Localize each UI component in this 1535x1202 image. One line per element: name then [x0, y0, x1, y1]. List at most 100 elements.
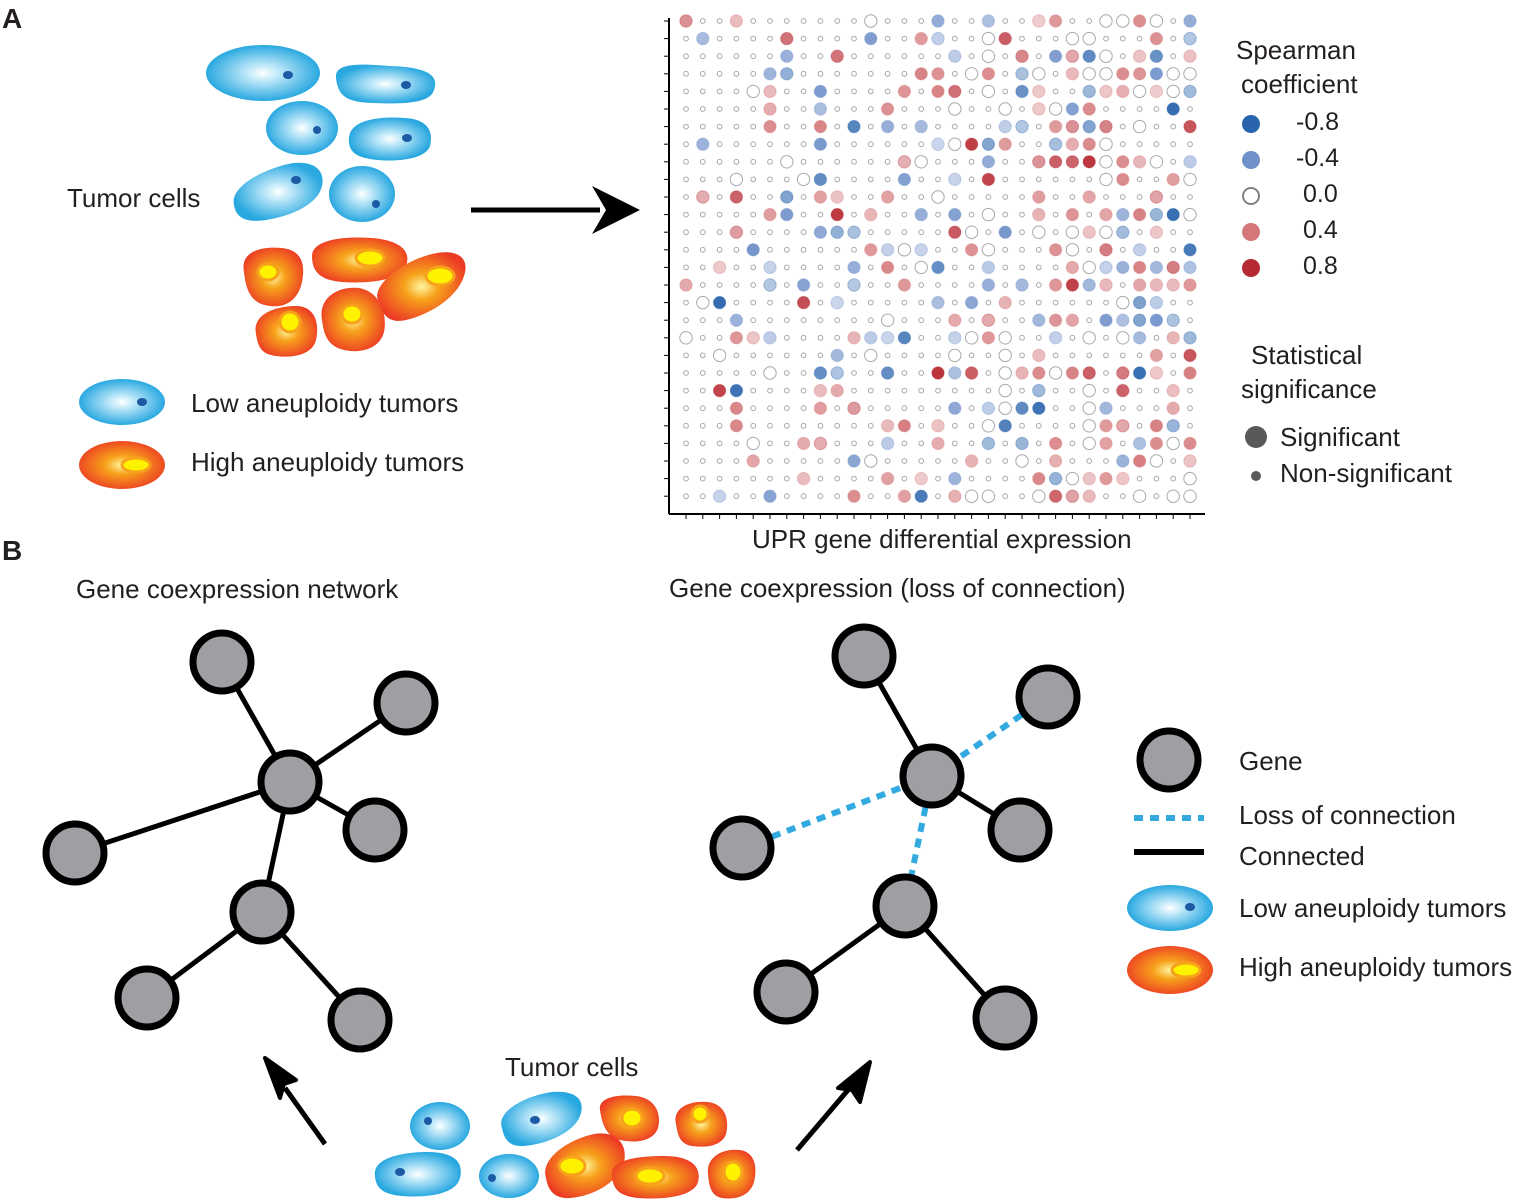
dot-non-significant [1052, 264, 1059, 271]
dot-significant [1132, 260, 1147, 275]
dot-non-significant [800, 88, 807, 95]
dot-non-significant [935, 158, 941, 165]
dot-non-significant [767, 158, 773, 165]
high-aneuploidy-cell [675, 1101, 728, 1147]
dot-significant [1099, 155, 1113, 169]
dot-non-significant [1002, 53, 1009, 60]
dot-non-significant [1052, 211, 1059, 218]
dot-non-significant [783, 387, 790, 394]
dot-significant [1015, 436, 1029, 451]
dot-non-significant [867, 282, 874, 288]
dot-significant [847, 225, 861, 239]
dot-non-significant [935, 317, 941, 324]
dot-significant [679, 331, 693, 345]
dot-significant [1149, 207, 1164, 222]
dot-non-significant [985, 194, 992, 200]
dot-non-significant [834, 123, 841, 130]
dot-non-significant [1052, 352, 1059, 359]
dot-non-significant [783, 106, 790, 112]
dot-significant [1065, 119, 1080, 134]
dot-non-significant [867, 176, 874, 183]
low-aneuploidy-cell [233, 162, 323, 221]
dot-non-significant [935, 123, 941, 130]
dot-significant [1065, 260, 1080, 275]
dot-significant [1183, 454, 1197, 468]
dot-significant [981, 207, 996, 222]
dot-significant [780, 49, 794, 63]
dot-non-significant [935, 334, 941, 341]
dot-significant [1183, 278, 1197, 292]
dot-significant [998, 419, 1012, 433]
dot-significant [813, 84, 828, 99]
low-aneuploidy-cell [266, 101, 338, 155]
dot-non-significant [834, 70, 841, 77]
dot-significant [931, 137, 945, 151]
dot-non-significant [699, 422, 706, 429]
dot-non-significant [884, 70, 891, 77]
dot-significant [914, 471, 928, 486]
dot-non-significant [800, 422, 807, 429]
dot-non-significant [783, 18, 790, 24]
dot-non-significant [834, 440, 841, 447]
dot-non-significant [1187, 194, 1193, 200]
gene-node [831, 623, 897, 689]
dot-significant [1183, 436, 1197, 451]
cell-type-legend-a: Low aneuploidy tumors High aneuploidy tu… [79, 379, 464, 489]
dot-non-significant [1086, 211, 1093, 218]
dot-non-significant [1170, 458, 1177, 464]
dot-significant [1032, 155, 1046, 169]
dot-non-significant [750, 405, 757, 412]
dot-non-significant [1002, 70, 1009, 77]
dot-significant [1048, 119, 1063, 134]
dot-significant [1149, 225, 1164, 239]
dot-non-significant [918, 106, 925, 112]
dot-significant [746, 436, 760, 451]
spearman-label-zero: 0.0 [1303, 180, 1338, 208]
dot-significant [1116, 313, 1130, 327]
dot-significant [1082, 471, 1096, 486]
dot-non-significant [767, 317, 773, 324]
dot-significant [998, 401, 1012, 415]
dot-significant [948, 172, 962, 187]
dot-significant [1082, 84, 1096, 99]
low-aneuploidy-cell [479, 1154, 539, 1198]
dot-non-significant [1187, 106, 1193, 112]
dot-non-significant [884, 141, 891, 148]
dot-significant [981, 489, 996, 503]
dot-significant [1149, 436, 1164, 451]
dot-non-significant [750, 299, 757, 306]
dot-non-significant [851, 176, 857, 183]
dot-non-significant [800, 370, 807, 376]
dot-significant [964, 454, 979, 468]
dot-non-significant [834, 458, 841, 464]
dot-non-significant [1170, 53, 1177, 60]
dot-non-significant [1019, 176, 1025, 183]
dot-significant [746, 243, 760, 257]
dot-significant [1132, 243, 1147, 257]
dot-non-significant [683, 53, 689, 60]
dot-non-significant [1002, 18, 1009, 24]
dot-non-significant [783, 229, 790, 236]
dot-significant [830, 49, 844, 63]
dot-significant [1116, 207, 1130, 222]
dot-non-significant [800, 70, 807, 77]
dot-significant [1015, 366, 1029, 380]
dot-significant [981, 49, 996, 63]
dot-non-significant [699, 123, 706, 130]
significant-swatch [1245, 426, 1267, 448]
dot-significant [914, 155, 928, 169]
dot-significant [1048, 313, 1063, 327]
dot-non-significant [800, 123, 807, 130]
dot-significant [1149, 84, 1164, 99]
gene-node [229, 879, 295, 945]
dot-non-significant [834, 246, 841, 253]
dot-significant [1032, 207, 1046, 222]
arrow-up-left [263, 1056, 328, 1146]
spearman-legend-title-2: coefficient [1241, 69, 1358, 99]
dot-significant [796, 436, 811, 451]
dot-non-significant [683, 458, 689, 464]
dot-significant [931, 260, 945, 275]
dot-non-significant [935, 211, 941, 218]
dot-non-significant [767, 141, 773, 148]
dot-non-significant [683, 88, 689, 95]
